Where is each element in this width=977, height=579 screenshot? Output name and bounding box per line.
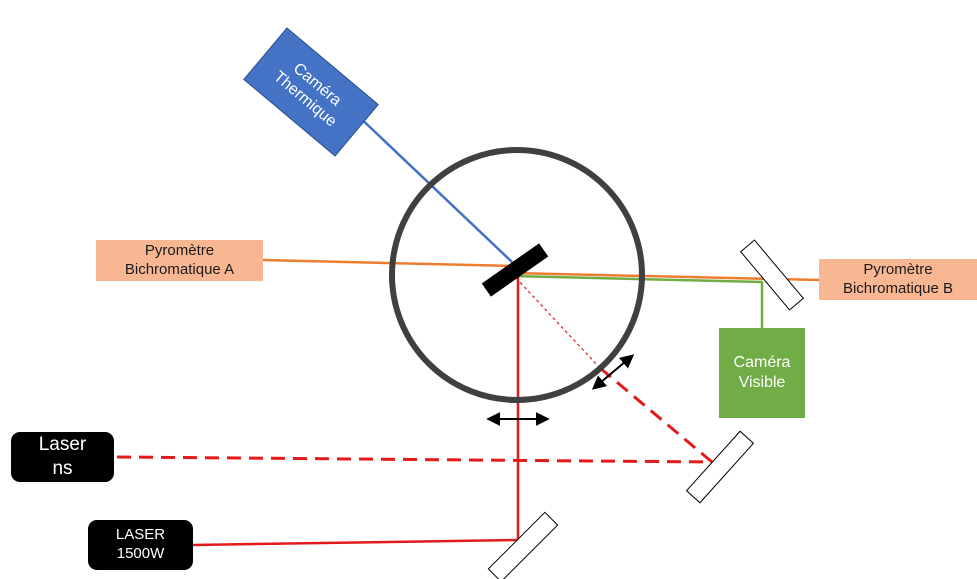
laser-1500w: LASER 1500W	[88, 520, 193, 570]
pyrometer-b-label-line2: Bichromatique B	[842, 279, 954, 297]
vacuum-chamber	[389, 147, 645, 403]
pyrometer-a-beam	[261, 258, 513, 268]
visible-camera: Caméra Visible	[719, 328, 805, 418]
translation-arrow-diagonal	[591, 354, 635, 390]
visible-camera-beam	[511, 274, 764, 284]
visible-camera-label-line1: Caméra	[733, 354, 791, 371]
pyrometer-b-label-line1: Pyromètre	[863, 260, 933, 278]
laser-ns-beam	[116, 455, 713, 464]
mirror-laser-1500w	[487, 511, 559, 579]
visible-camera-label-line2: Visible	[738, 374, 786, 391]
pyrometer-a: Pyromètre Bichromatique A	[96, 240, 263, 281]
pyrometer-a-label-line2: Bichromatique A	[124, 260, 235, 278]
laser-ns-label-line1: Laser	[38, 434, 87, 456]
mirror-pyrometer-b	[739, 239, 805, 311]
laser-ns: Laser ns	[11, 432, 114, 482]
laser-ns-label-line2: ns	[52, 458, 73, 479]
laser-1500w-beam	[192, 538, 519, 547]
pyrometer-a-label-line1: Pyromètre	[144, 241, 215, 259]
laser-1500w-label-line1: LASER	[115, 526, 166, 544]
laser-1500w-label-line2: 1500W	[116, 545, 165, 562]
pyrometer-b: Pyromètre Bichromatique B	[819, 259, 977, 300]
laser-ns-beam-inner	[515, 277, 601, 369]
thermal-camera-beam	[353, 111, 513, 263]
laser-ns-beam-diagonal	[599, 366, 713, 464]
sample-target	[481, 243, 549, 297]
mirror-laser-ns	[685, 430, 755, 504]
